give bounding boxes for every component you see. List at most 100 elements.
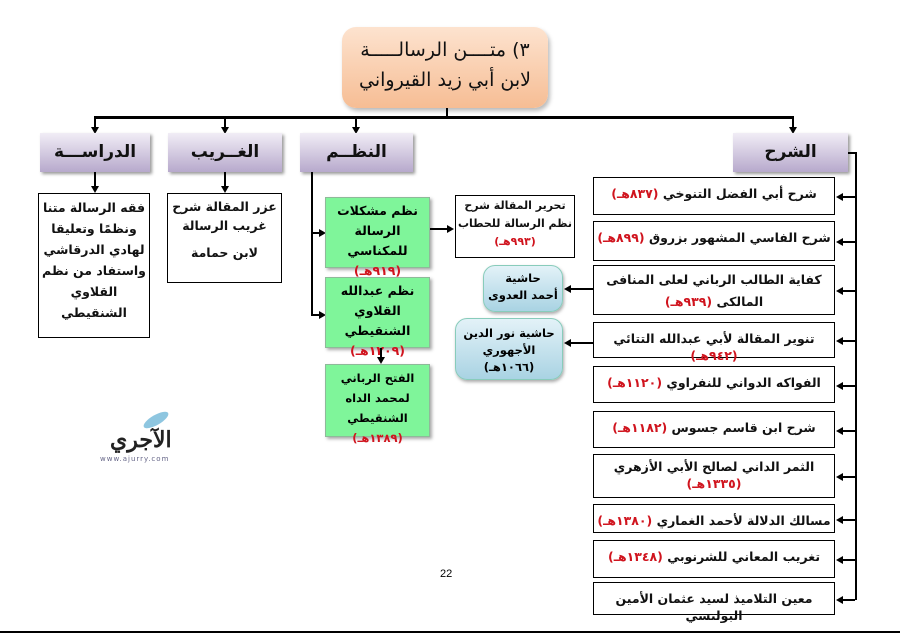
nazm-text: الفتح الرباني لمحمد الداه الشنقيطي [340,371,415,425]
connector [848,152,856,154]
sharh-text: مسالك الدلالة لأحمد الغماري [656,513,831,528]
connector [570,342,593,344]
connector [94,172,96,187]
nazm-text: نظم مشكلات الرسالة للمكناسي [337,203,418,258]
hashiya-box-2: حاشية نور الدين الأجهوري (١٠٦٦هـ) [455,318,563,380]
connector [570,288,593,290]
bottom-border [0,631,900,633]
connector [842,241,855,243]
arrow-left-icon [836,381,843,390]
header-nazm: النظــم [300,133,413,172]
sharh-box: شرح ابن قاسم جسوس (١١٨٢هـ) [593,411,835,448]
connector [430,228,448,230]
connector [842,598,855,601]
sharh-year: (٨٩٩هـ) [597,230,645,245]
nazm-box-3: الفتح الرباني لمحمد الداه الشنقيطي (١٣٨٩ه… [325,364,430,445]
connector [380,348,382,358]
arrow-left-icon [564,285,571,293]
hashiya-title: حاشية [505,271,541,285]
arrow-left-icon [836,193,843,201]
sharh-year: (٨٣٧هـ) [611,186,659,201]
connector [842,340,855,342]
sharh-year: (١٣٤٨هـ) [607,549,663,564]
nazm-box-2: نظم عبدالله القلاوي الشنقيطي (١٢٠٩هـ) [325,277,430,358]
connector [224,116,226,128]
arrow-down-icon [221,186,229,193]
nazm-text: نظم عبدالله القلاوي الشنقيطي [340,283,415,338]
connector [842,290,855,292]
header-study: الدراســـة [40,133,150,172]
arrow-down-icon [91,186,99,193]
sharh-year: (٩٣٩هـ) [664,294,713,309]
ajurry-logo: الآجري www.ajurry.com [100,408,195,465]
connector [311,232,321,234]
logo-url: www.ajurry.com [100,455,170,463]
arrow-down-icon [221,127,229,134]
hashiya-box-1: حاشية أحمد العدوى [483,265,563,312]
arrow-right-icon [319,229,326,237]
arrow-left-icon [836,556,843,564]
arrow-down-icon [377,357,385,364]
connector [311,172,313,316]
sharh-text: الثمر الداني لصالح الأبي الأزهري [613,459,815,474]
header-sharh: الشرح [733,133,848,172]
arrow-down-icon [91,127,99,134]
sharh-box: معين التلاميذ لسيد عثمان الأمين البولنسي [593,582,835,623]
nazm-year: (٩١٩هـ) [353,263,402,278]
arrow-left-icon [836,595,843,604]
sharh-year: (١٣٣٥هـ) [686,476,742,491]
connector [842,476,855,478]
arrow-right-icon [447,225,454,233]
sharh-box: تنوير المقالة لأبي عبدالله التتائي (٩٤٢ه… [593,322,835,363]
sharh-year: (٩٤٢هـ) [690,348,738,363]
arrow-left-icon [564,339,571,347]
sharh-text: شرح ابن قاسم جسوس [671,420,816,435]
sharh-box: شرح أبي الفضل التنوخي (٨٣٧هـ) [593,177,835,215]
sharh-box: كفاية الطالب الرباني لعلى المنافى المالك… [593,265,835,315]
header-gharib: الغــريب [168,133,282,172]
connector [842,518,855,521]
hashiya-title: حاشية نور الدين الأجهوري [463,326,555,357]
sharh-text: شرح أبي الفضل التنوخي [662,186,817,201]
sharh-text: الفواكه الدواني للنفراوي [666,375,821,390]
nazm-year: (١٣٨٩هـ) [352,431,403,445]
tahrir-box: تحرير المقالة شرح نظم الرسالة للحطاب(٩٩٣… [455,195,575,258]
sharh-year: (١١٢٠هـ) [607,375,663,390]
sharh-text: كفاية الطالب الرباني لعلى المنافى المالك… [606,272,822,309]
hashiya-author: أحمد العدوى [488,288,558,302]
arrow-down-icon [352,127,360,134]
gharib-box: عزر المقالة شرح غريب الرسالة لابن حمامة [167,193,282,283]
hashiya-year: (١٠٦٦هـ) [483,360,535,374]
gharib-title: عزر المقالة شرح غريب الرسالة [172,199,277,233]
arrow-down-icon [789,127,797,134]
sharh-year: (١١٨٢هـ) [612,420,668,435]
gharib-author: لابن حمامة [190,245,258,260]
logo-text: الآجري [110,427,172,453]
sharh-vertical-line [855,152,857,600]
arrow-right-icon [319,311,326,319]
sharh-box: شرح الفاسي المشهور بزروق (٨٩٩هـ) [593,221,835,261]
sharh-box: مسالك الدلالة لأحمد الغماري (١٣٨٠هـ) [593,504,835,533]
connector [842,196,855,198]
sharh-box: تغريب المعاني للشرنوبي (١٣٤٨هـ) [593,540,835,578]
arrow-left-icon [836,287,843,295]
tahrir-year: (٩٩٣هـ) [494,235,536,248]
arrow-left-icon [836,337,843,345]
arrow-left-icon [836,473,843,481]
nazm-year: (١٢٠٩هـ) [350,343,405,358]
connector [224,172,226,187]
sharh-year: (١٣٨٠هـ) [597,513,653,528]
connector [842,384,855,387]
main-horizontal-line [94,116,794,119]
sharh-text: تغريب المعاني للشرنوبي [667,549,821,564]
connector [311,314,321,316]
connector [355,116,357,128]
connector [842,559,855,561]
sharh-box: الفواكه الدواني للنفراوي (١١٢٠هـ) [593,366,835,403]
title-line1: ٣) متــــن الرسالـــــة [360,39,530,61]
arrow-left-icon [836,515,843,524]
sharh-text: تنوير المقالة لأبي عبدالله التتائي [613,331,815,346]
sharh-text: معين التلاميذ لسيد عثمان الأمين البولنسي [615,591,813,623]
page-number: 22 [440,568,453,580]
study-box: فقه الرسالة متنا ونظمًا وتعليقا لهادي ال… [38,193,150,338]
